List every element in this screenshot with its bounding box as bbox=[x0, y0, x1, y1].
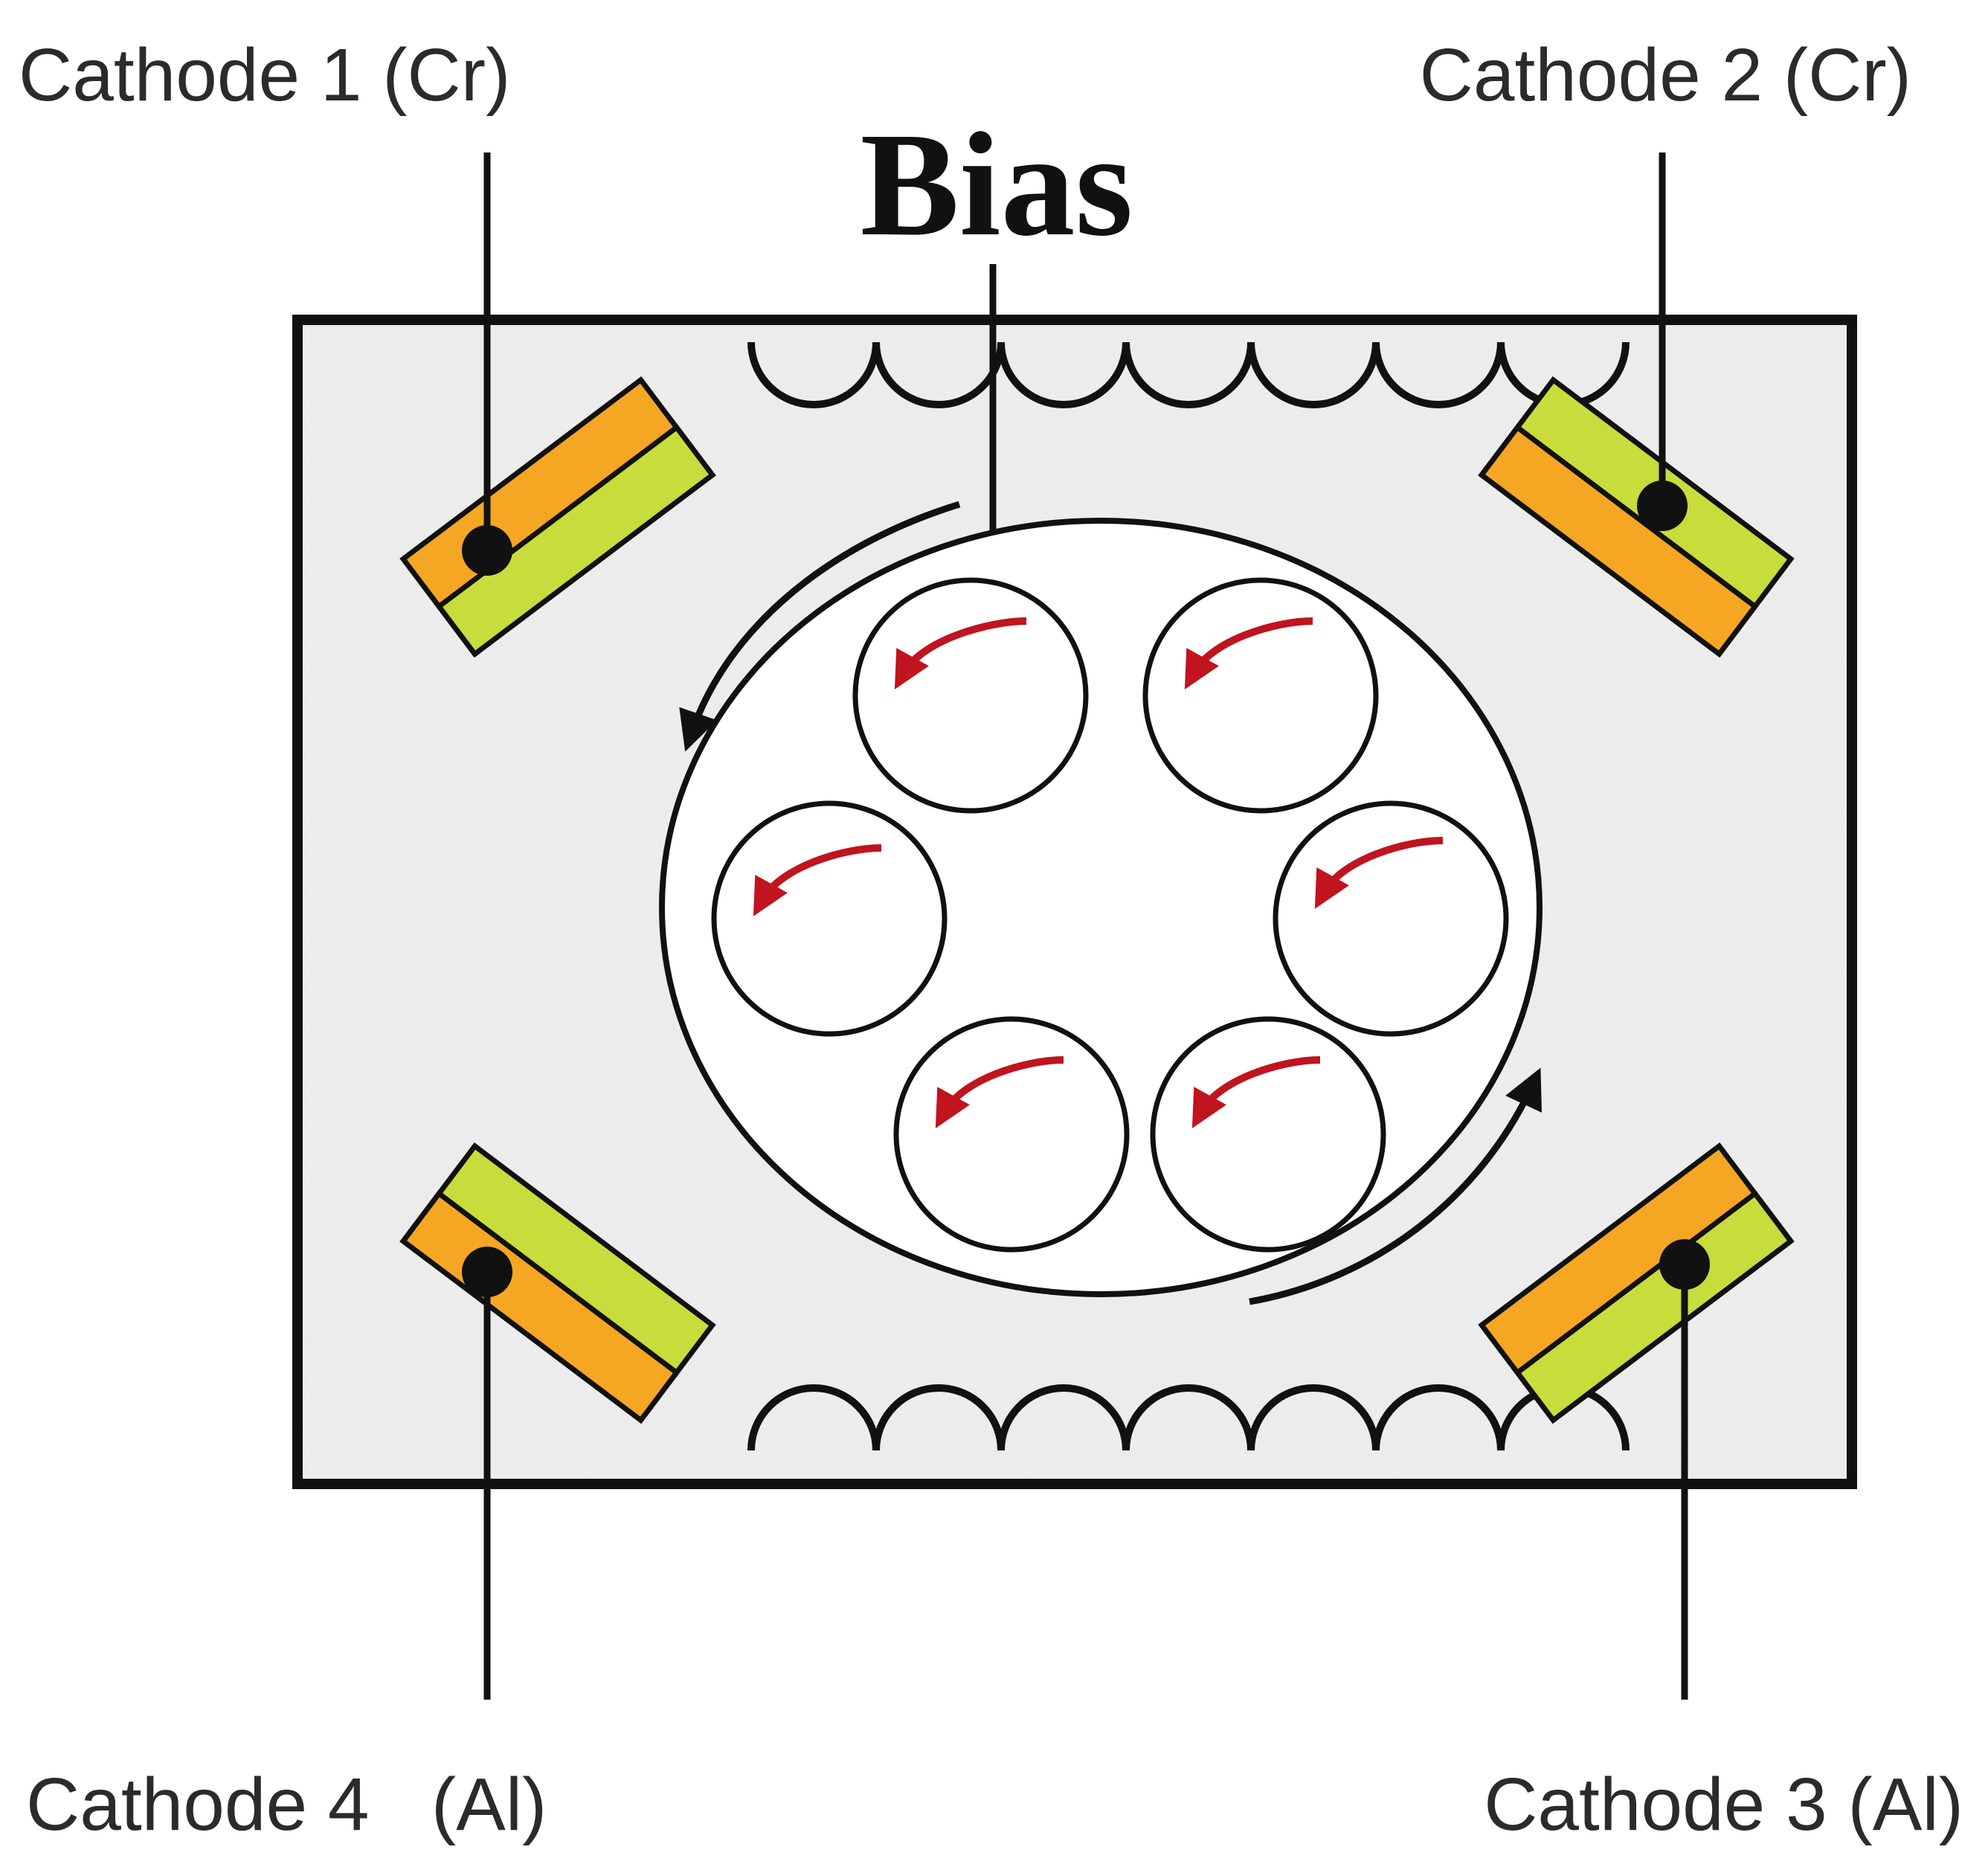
substrate-holder-2 bbox=[1142, 577, 1379, 814]
substrate-rotation-arrow-1 bbox=[894, 617, 1027, 690]
substrate-rotation-arrow-3 bbox=[753, 844, 882, 916]
substrate-holder-5 bbox=[893, 1016, 1130, 1253]
cathode-1-label: Cathode 1 (Cr) bbox=[19, 33, 510, 117]
substrate-rotation-arrow-2 bbox=[1184, 617, 1313, 690]
cathode-2-target bbox=[1478, 376, 1795, 658]
substrate-holder-1 bbox=[852, 577, 1089, 814]
table-rotation-arrow-bottom bbox=[1249, 1067, 1543, 1305]
substrate-holder-6 bbox=[1150, 1016, 1386, 1253]
cathode-1-target bbox=[399, 376, 716, 658]
cathode-3-label: Cathode 3 (Al) bbox=[1484, 1763, 1963, 1846]
substrate-holder-4 bbox=[1273, 800, 1509, 1037]
cathode-4-target bbox=[399, 1142, 716, 1424]
coil-bottom bbox=[747, 1384, 1630, 1451]
substrate-rotation-arrow-6 bbox=[1191, 1056, 1321, 1128]
cathode-4-label: Cathode 4 (Al) bbox=[26, 1763, 547, 1846]
substrate-table bbox=[659, 518, 1543, 1297]
coil-top bbox=[747, 341, 1630, 408]
table-rotation-arrow-top bbox=[679, 501, 961, 752]
cathode-2-label: Cathode 2 (Cr) bbox=[1420, 33, 1911, 117]
cathode-3-target bbox=[1478, 1142, 1795, 1424]
substrate-rotation-arrow-5 bbox=[935, 1056, 1064, 1128]
bias-label: Bias bbox=[860, 103, 1133, 267]
substrate-holder-3 bbox=[711, 800, 948, 1037]
substrate-rotation-arrow-4 bbox=[1314, 837, 1444, 909]
